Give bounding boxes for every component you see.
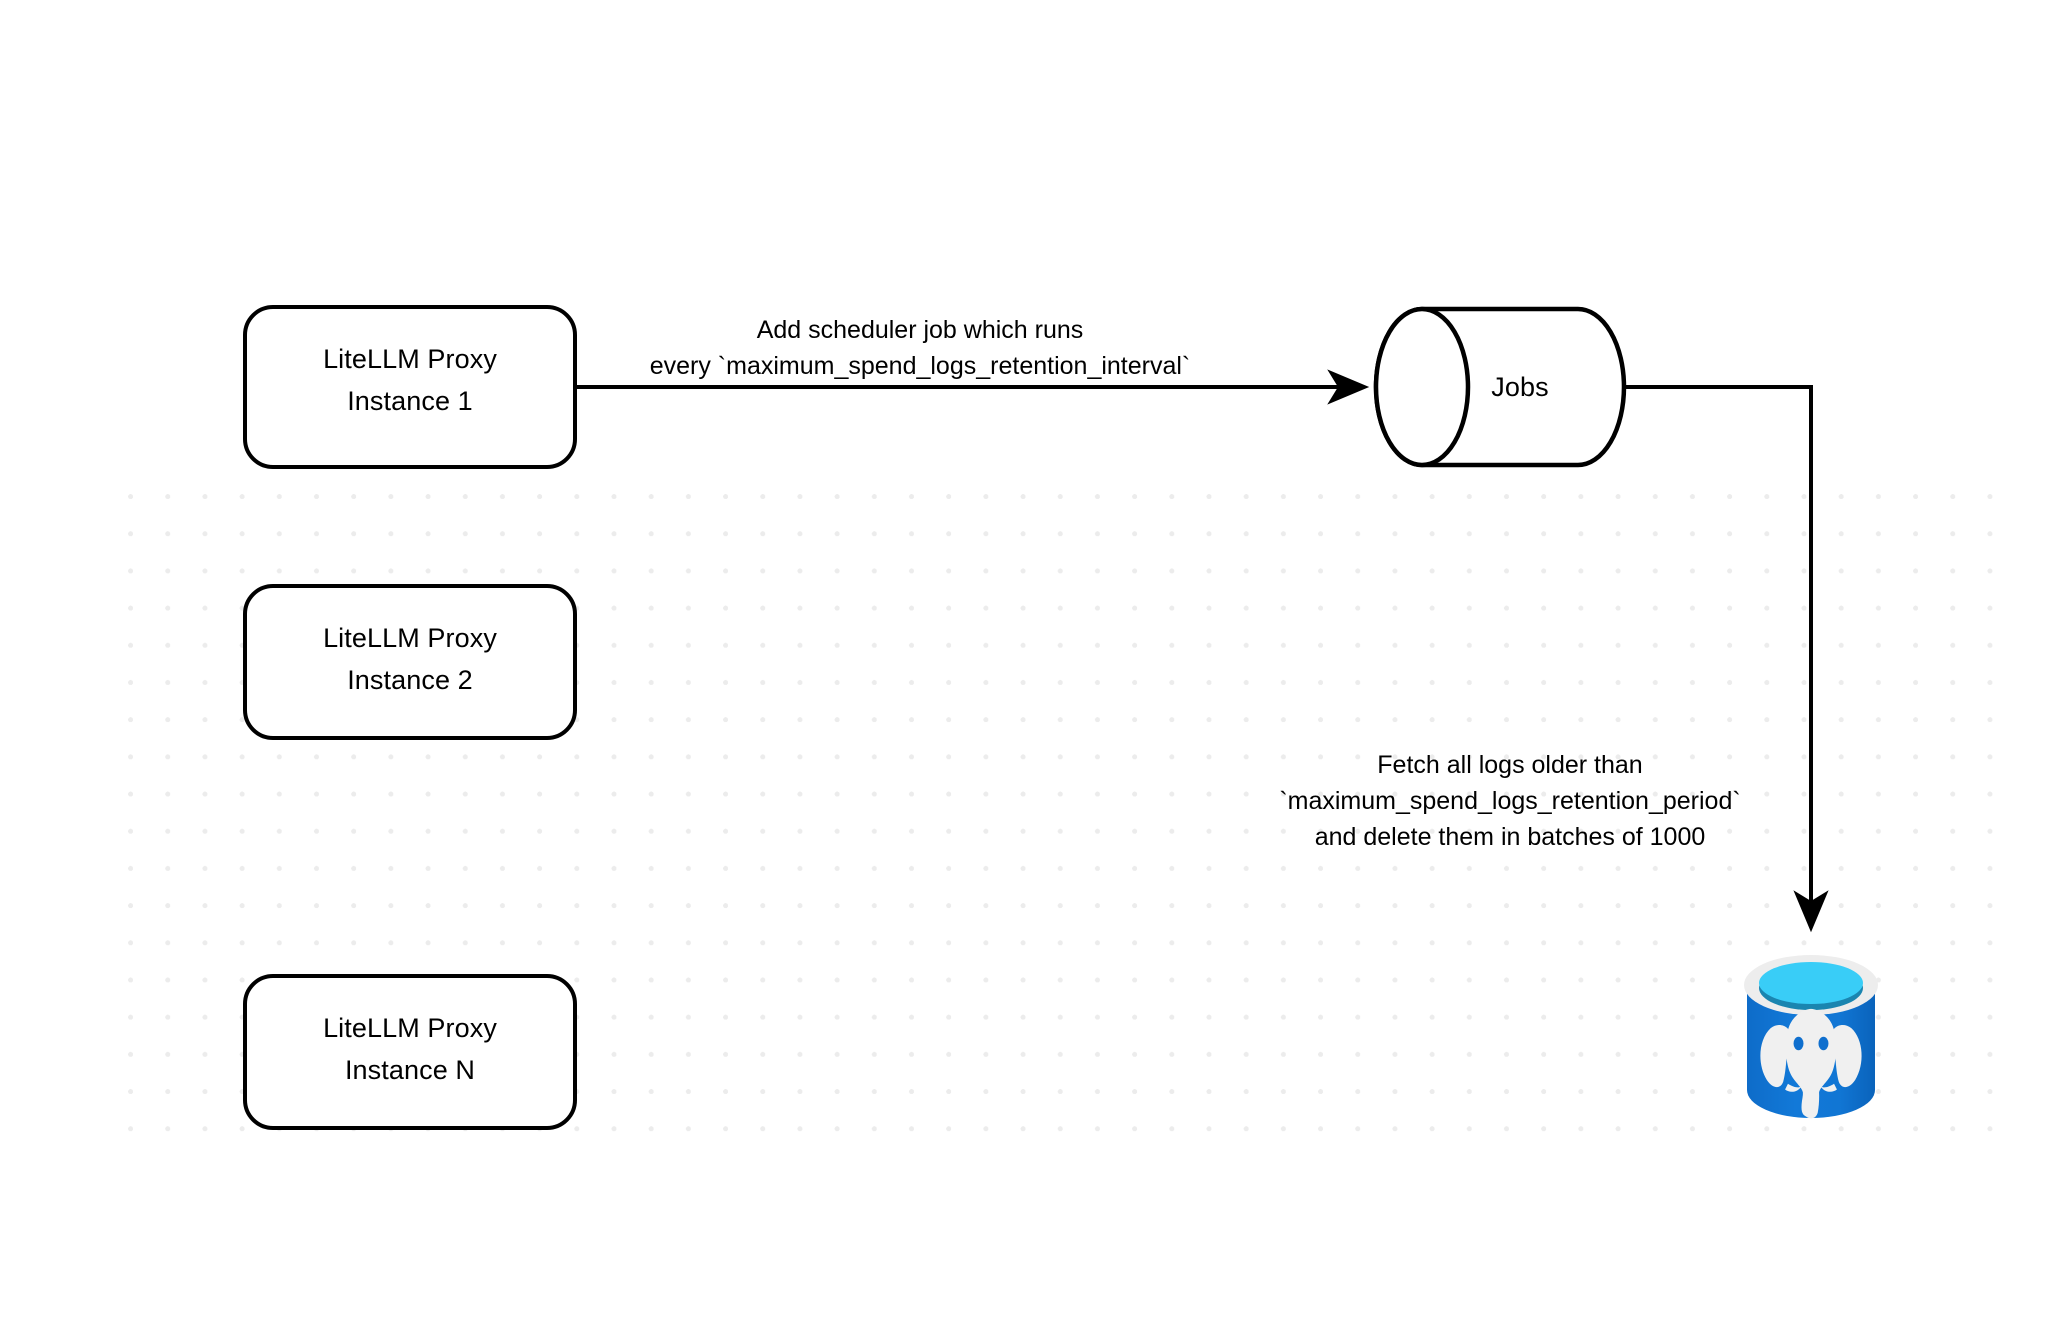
node-postgresql-database[interactable] xyxy=(1744,955,1878,1119)
edge-jobs-to-database xyxy=(1624,385,1829,933)
node-proxy-instance-2[interactable] xyxy=(243,584,577,740)
node-proxy-instance-1[interactable] xyxy=(243,305,577,469)
node-jobs-cylinder[interactable] xyxy=(1373,306,1627,468)
node-proxy-instance-n[interactable] xyxy=(243,974,577,1130)
postgresql-elephant-icon xyxy=(1760,1008,1862,1119)
